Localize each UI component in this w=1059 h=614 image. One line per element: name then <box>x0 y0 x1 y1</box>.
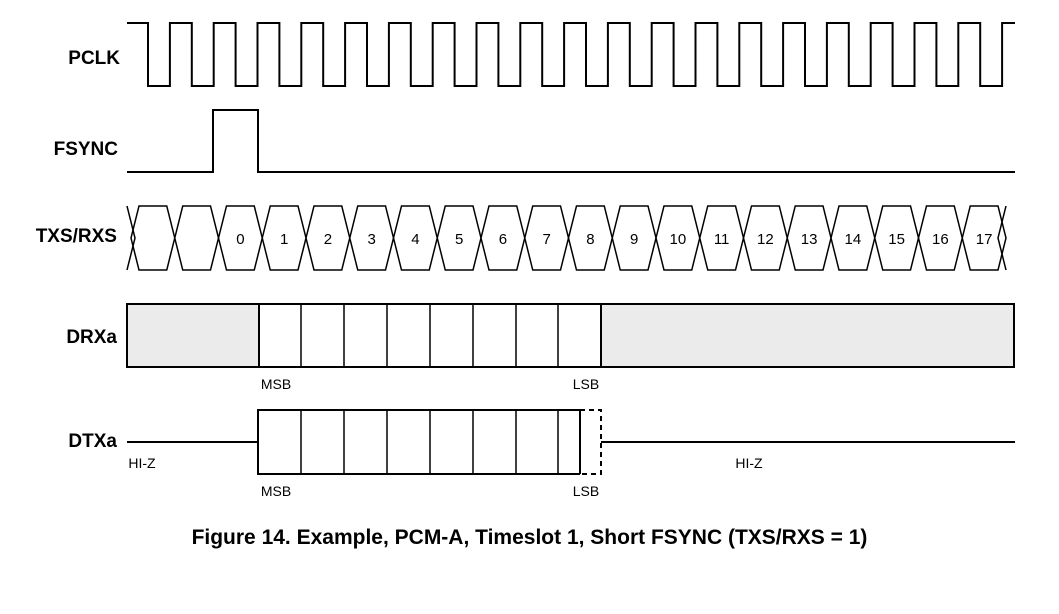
timeslot-label: 2 <box>324 231 332 248</box>
dtxa-lsb-dashed-extension <box>580 409 602 475</box>
timeslot-label: 9 <box>630 231 638 248</box>
dtxa-hiz-left-label: HI-Z <box>128 455 156 471</box>
timeslot-cell <box>961 205 1007 271</box>
dtxa-bit-dividers <box>300 410 559 474</box>
timeslot-label: 13 <box>801 231 818 248</box>
timeslot-label: 5 <box>455 231 463 248</box>
drxa-bit-dividers <box>300 304 559 367</box>
timeslot-label: 0 <box>236 231 244 248</box>
timeslot-label: 6 <box>499 231 507 248</box>
timeslot-label: 1 <box>280 231 288 248</box>
pclk-waveform <box>127 22 1015 87</box>
drxa-inactive-left <box>126 303 260 368</box>
timeslot-cell <box>173 205 220 271</box>
timeslot-label: 15 <box>888 231 905 248</box>
figure-caption: Figure 14. Example, PCM-A, Timeslot 1, S… <box>191 526 868 549</box>
timeslot-label: 16 <box>932 231 949 248</box>
dtxa-msb-label: MSB <box>261 483 291 499</box>
timeslot-label: 4 <box>411 231 419 248</box>
drxa-inactive-right <box>600 303 1015 368</box>
fsync-waveform <box>127 109 1015 173</box>
drxa-msb-label: MSB <box>261 376 291 392</box>
timeslot-label: 3 <box>367 231 375 248</box>
dtxa-lsb-label: LSB <box>573 483 599 499</box>
dtxa-data-frame <box>257 409 580 475</box>
pclk-label: PCLK <box>68 48 120 69</box>
timeslot-edge <box>997 205 1007 271</box>
timeslot-cell <box>130 205 176 271</box>
timeslot-label: 14 <box>845 231 862 248</box>
fsync-label: FSYNC <box>54 139 119 160</box>
timeslot-label: 8 <box>586 231 594 248</box>
timeslot-edge <box>126 205 136 271</box>
timeslot-label: 7 <box>542 231 550 248</box>
dtxa-hiz-right-label: HI-Z <box>735 455 763 471</box>
drxa-bus <box>126 303 1015 368</box>
dtxa-bus <box>127 409 1015 475</box>
timeslot-label: 12 <box>757 231 774 248</box>
drxa-lsb-label: LSB <box>573 376 599 392</box>
dtxa-label: DTXa <box>68 431 117 452</box>
drxa-label: DRXa <box>66 327 117 348</box>
timeslot-label: 17 <box>976 231 993 248</box>
timeslot-label: 11 <box>714 231 730 248</box>
txs-rxs-label: TXS/RXS <box>36 226 117 247</box>
timeslot-label: 10 <box>670 231 687 248</box>
